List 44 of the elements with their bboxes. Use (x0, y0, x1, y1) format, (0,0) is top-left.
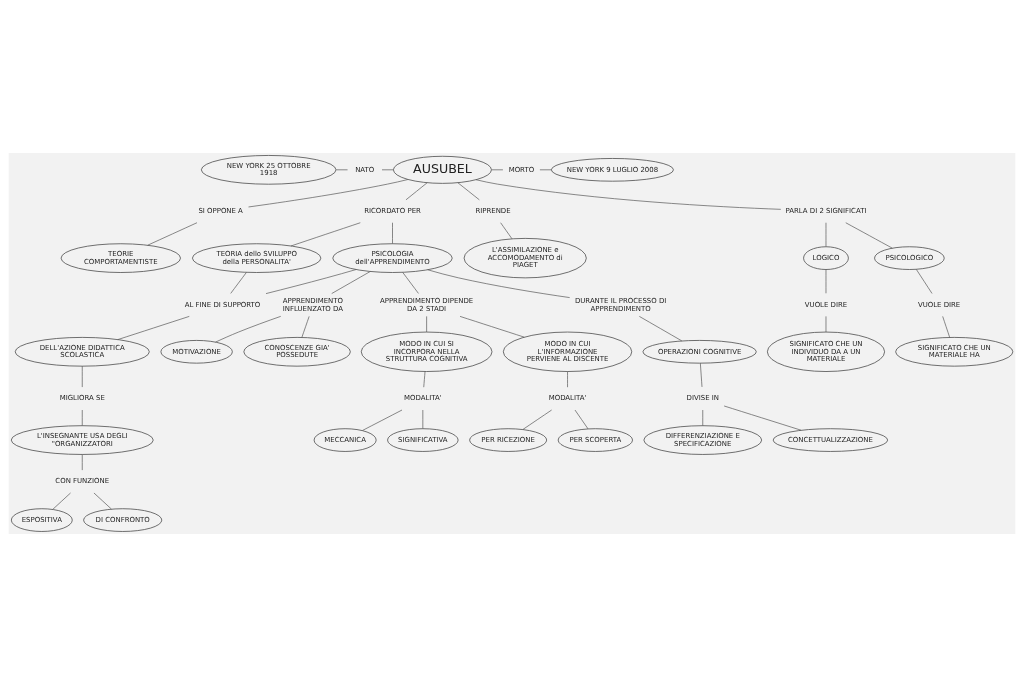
connector (423, 371, 426, 388)
node-ellipse: AUSUBEL (393, 155, 492, 184)
connector (845, 222, 893, 249)
connector (539, 169, 552, 171)
connector (723, 405, 802, 431)
connector (574, 409, 589, 430)
connector (117, 316, 190, 340)
connector (147, 222, 198, 246)
connector (215, 316, 282, 343)
connector (475, 179, 782, 210)
connector (567, 371, 568, 388)
connector (301, 316, 310, 338)
connector (290, 222, 361, 247)
connector (381, 169, 394, 171)
connector (457, 182, 480, 201)
connector (335, 169, 348, 171)
connector (915, 268, 933, 294)
connector (426, 316, 427, 333)
connector (422, 409, 424, 429)
connector (331, 271, 371, 294)
connector (825, 222, 827, 247)
connector (52, 492, 71, 510)
connector (702, 409, 704, 427)
connector (230, 272, 247, 294)
connector (491, 169, 504, 171)
connector (427, 269, 570, 298)
connector (522, 409, 552, 430)
connector (700, 362, 703, 388)
connector (93, 492, 112, 510)
connector (265, 269, 357, 294)
connector (825, 316, 827, 333)
connector (405, 182, 428, 201)
connector (942, 316, 951, 338)
connector (639, 316, 683, 342)
connector (825, 269, 827, 294)
connector (81, 409, 83, 427)
connector (402, 272, 419, 294)
connector (392, 222, 393, 244)
connector (81, 454, 83, 471)
connector (500, 222, 513, 240)
connector (459, 316, 525, 338)
connector (248, 179, 409, 208)
connector (81, 365, 83, 388)
connector (361, 409, 403, 431)
